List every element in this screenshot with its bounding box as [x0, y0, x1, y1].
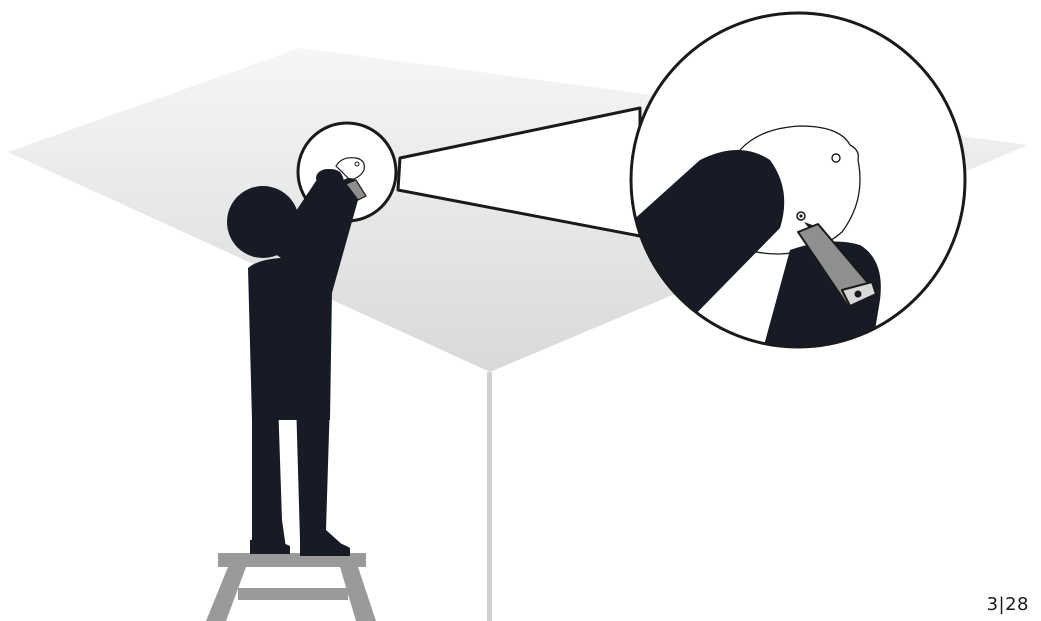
- person-silhouette-icon: [227, 169, 360, 556]
- wall-corner-line: [487, 372, 492, 621]
- page-number: 3|28: [987, 594, 1029, 615]
- zoom-callout-icon: [600, 13, 965, 360]
- step-ladder-icon: [206, 553, 376, 621]
